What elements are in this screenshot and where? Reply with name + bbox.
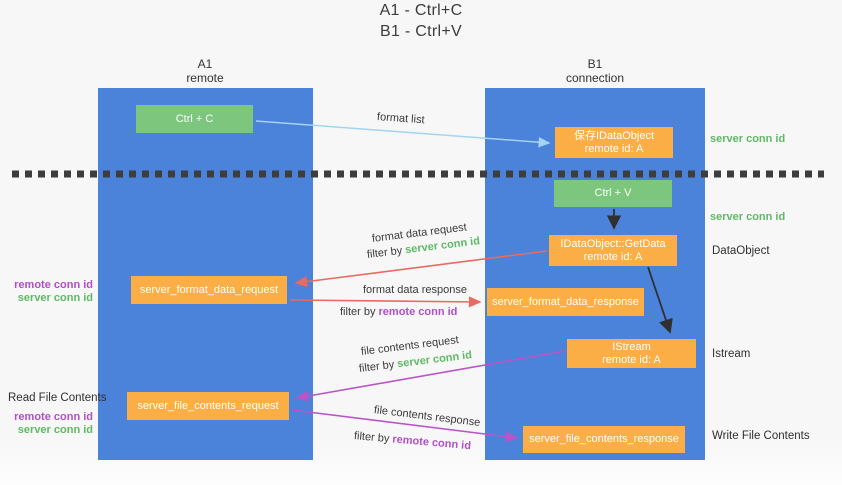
server-file-contents-response-box: server_file_contents_response <box>523 426 685 453</box>
getdata-line1: IDataObject::GetData <box>560 237 666 250</box>
format-data-response-filter-label: filter by remote conn id <box>340 306 457 318</box>
ctrl-v-label: Ctrl + V <box>594 187 632 199</box>
ctrl-c-label: Ctrl + C <box>175 112 214 125</box>
server-format-data-request-label: server_format_data_request <box>139 283 279 296</box>
save-idataobject-line1: 保存IDataObject <box>573 129 655 142</box>
idataobject-getdata-box: IDataObject::GetData remote id: A <box>549 235 677 266</box>
lane-header-b1: B1 connection <box>515 57 675 85</box>
format-data-response-arrow <box>289 296 482 308</box>
left-server-conn-id-bottom-label: server conn id <box>17 424 93 436</box>
lane-b1-name: B1 <box>587 57 603 71</box>
left-remote-conn-id-top-label: remote conn id <box>14 279 93 291</box>
read-file-contents-label: Read File Contents <box>8 392 107 404</box>
title-line-1: A1 - Ctrl+C <box>379 2 463 19</box>
server-format-data-response-box: server_format_data_response <box>487 288 644 316</box>
server-format-data-response-label: server_format_data_response <box>492 295 639 308</box>
remote-conn-id-text: remote conn id <box>378 306 458 318</box>
ctrl-c-box: Ctrl + C <box>136 105 253 133</box>
diagram-title: A1 - Ctrl+C B1 - Ctrl+V <box>0 0 842 42</box>
server-conn-id-text: server conn id <box>396 349 473 371</box>
getdata-line2: remote id: A <box>583 250 643 263</box>
lane-b1-role: connection <box>565 71 625 85</box>
left-server-conn-id-top-label: server conn id <box>17 292 93 304</box>
server-file-contents-response-label: server_file_contents_response <box>529 433 679 445</box>
format-list-label: format list <box>376 111 425 127</box>
remote-conn-id-text: remote conn id <box>391 433 472 453</box>
filter-by-text: filter by <box>366 244 403 261</box>
istream-line2: remote id: A <box>602 353 661 366</box>
right-server-conn-id-top-label: server conn id <box>710 133 786 145</box>
save-idataobject-line2: remote id: A <box>584 142 644 155</box>
istream-line1: IStream <box>612 340 651 353</box>
file-contents-response-label: file contents response <box>373 404 481 429</box>
server-format-data-request-box: server_format_data_request <box>131 276 287 304</box>
title-line-2: B1 - Ctrl+V <box>380 23 462 40</box>
save-idataobject-box: 保存IDataObject remote id: A <box>555 127 673 158</box>
dataobject-label: DataObject <box>712 245 770 257</box>
server-file-contents-request-box: server_file_contents_request <box>127 392 289 420</box>
istream-box: IStream remote id: A <box>567 339 696 368</box>
lane-header-a1: A1 remote <box>125 57 285 85</box>
filter-by-text: filter by <box>353 430 390 446</box>
filter-by-text: filter by <box>340 306 376 318</box>
ctrl-v-box: Ctrl + V <box>554 180 672 207</box>
filter-by-text: filter by <box>358 358 395 375</box>
lane-a1-role: remote <box>186 71 224 85</box>
right-server-conn-id-mid-label: server conn id <box>710 211 786 223</box>
file-contents-response-filter-label: filter by remote conn id <box>353 430 471 452</box>
write-file-contents-label: Write File Contents <box>712 430 810 442</box>
format-data-response-label: format data response <box>363 284 467 296</box>
istream-side-label: Istream <box>712 348 751 360</box>
server-file-contents-request-label: server_file_contents_request <box>137 399 279 412</box>
lane-a1-name: A1 <box>197 57 213 71</box>
left-remote-conn-id-bottom-label: remote conn id <box>14 411 93 423</box>
